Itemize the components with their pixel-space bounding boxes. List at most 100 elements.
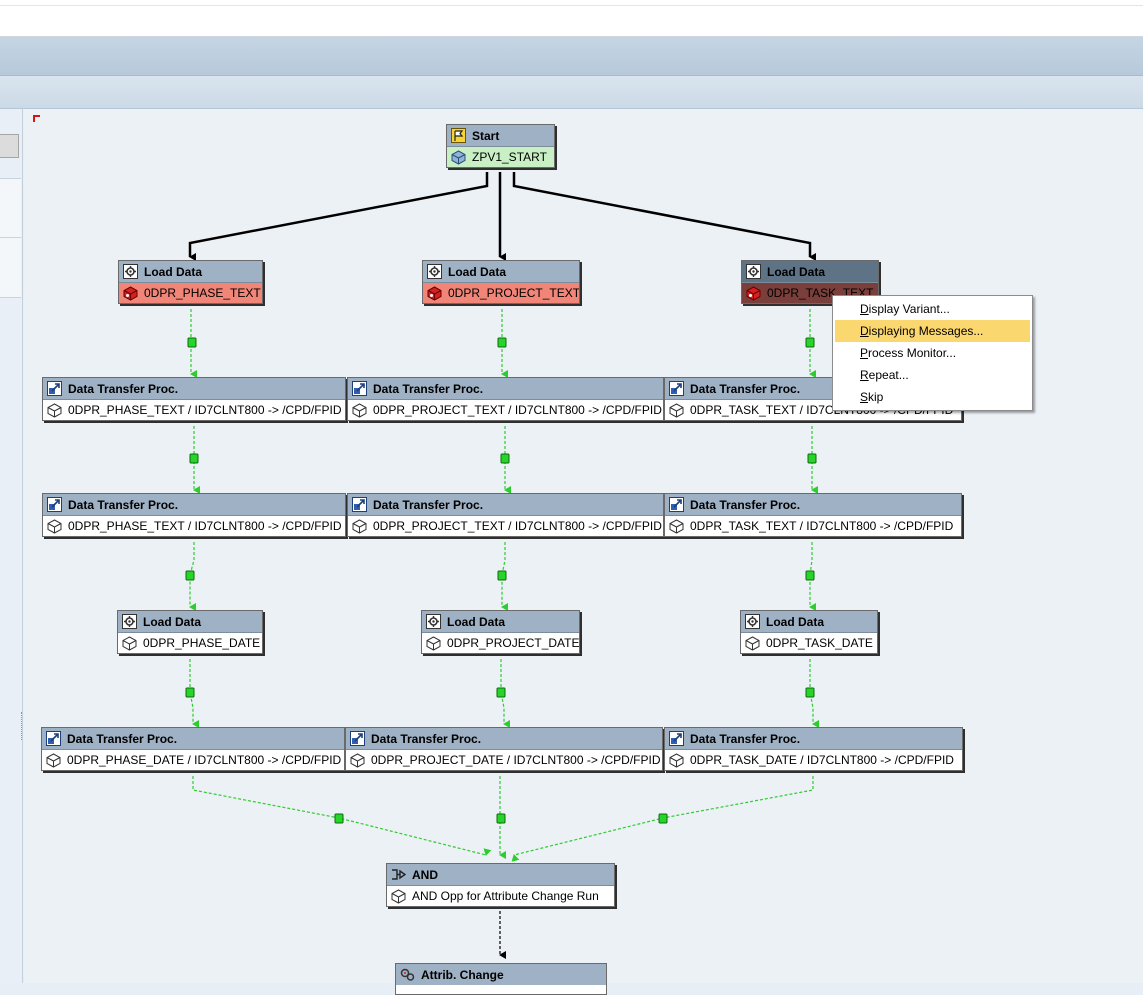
connector-status-square [807, 453, 817, 464]
start-node[interactable]: Start ZPV1_START [446, 124, 555, 168]
node-header: Load Data [143, 614, 202, 629]
node-body: 0DPR_PROJECT_TEXT / ID7CLNT800 -> /CPD/F… [373, 403, 662, 417]
and-node[interactable]: AND AND Opp for Attribute Change Run [386, 863, 615, 907]
data-transfer-icon [352, 381, 367, 396]
cube-icon [122, 636, 137, 651]
node-header: Attrib. Change [421, 967, 504, 982]
data-transfer-icon [669, 731, 684, 746]
gear-icon [123, 264, 138, 279]
cube-icon [426, 636, 441, 651]
load-data-project-date-node[interactable]: Load Data 0DPR_PROJECT_DATE [421, 610, 580, 654]
load-data-task-date-node[interactable]: Load Data 0DPR_TASK_DATE [740, 610, 878, 654]
cube-icon [350, 753, 365, 768]
dtp-project-date-node[interactable]: Data Transfer Proc. 0DPR_PROJECT_DATE / … [345, 727, 663, 771]
gear-icon [746, 264, 761, 279]
connector-ok [189, 659, 199, 728]
application-toolbar [0, 37, 1143, 76]
menu-item-label: epeat... [868, 368, 909, 382]
title-bar [0, 0, 1143, 37]
connector-status-square [500, 453, 510, 464]
cube-icon [352, 403, 367, 418]
node-header: Data Transfer Proc. [371, 731, 482, 746]
data-transfer-icon [350, 731, 365, 746]
node-header: Data Transfer Proc. [690, 497, 801, 512]
data-transfer-icon [47, 381, 62, 396]
node-body: ZPV1_START [472, 150, 547, 164]
menu-item-label: isplaying Messages... [868, 324, 984, 338]
data-transfer-icon [352, 497, 367, 512]
divider [0, 237, 21, 238]
error-cube-icon [427, 286, 442, 301]
node-header: AND [412, 867, 438, 882]
secondary-toolbar [0, 76, 1143, 109]
cube-icon [391, 889, 406, 904]
menu-item-label: rocess Monitor... [868, 346, 957, 360]
dtp-task-date-node[interactable]: Data Transfer Proc. 0DPR_TASK_DATE / ID7… [664, 727, 963, 771]
node-body: 0DPR_PHASE_TEXT / ID7CLNT800 -> /CPD/FPI… [68, 519, 342, 533]
mnemonic: D [860, 302, 869, 316]
node-header: Load Data [766, 614, 825, 629]
dtp-project-text-node[interactable]: Data Transfer Proc. 0DPR_PROJECT_TEXT / … [347, 377, 664, 421]
connector-status-square [496, 813, 506, 824]
node-header: Data Transfer Proc. [690, 381, 801, 396]
node-header: Data Transfer Proc. [68, 381, 179, 396]
node-body: 0DPR_PHASE_TEXT / ID7CLNT800 -> /CPD/FPI… [68, 403, 342, 417]
menu-item-label: isplay Variant... [868, 302, 950, 316]
node-header: Load Data [144, 264, 203, 279]
node-body: 0DPR_PHASE_DATE / ID7CLNT800 -> /CPD/FPI… [67, 753, 342, 767]
connector-ok [501, 542, 508, 611]
cube-icon [669, 753, 684, 768]
connector-ok [192, 776, 492, 856]
process-chain-canvas[interactable] [24, 109, 1143, 983]
collapse-pane-button[interactable] [0, 134, 19, 158]
node-body: 0DPR_TASK_TEXT / ID7CLNT800 -> /CPD/FPID [690, 519, 954, 533]
node-body: 0DPR_PROJECT_DATE / ID7CLNT800 -> /CPD/F… [371, 753, 661, 767]
dtp-phase-text-node-2[interactable]: Data Transfer Proc. 0DPR_PHASE_TEXT / ID… [42, 493, 346, 537]
and-gate-icon [391, 867, 406, 882]
dtp-phase-date-node[interactable]: Data Transfer Proc. 0DPR_PHASE_DATE / ID… [41, 727, 345, 771]
connector-status-square [805, 570, 815, 581]
left-navigation-pane[interactable] [0, 109, 23, 983]
node-header: Data Transfer Proc. [373, 497, 484, 512]
cube-icon [745, 636, 760, 651]
connector-status-square [187, 337, 197, 348]
load-data-phase-text-node[interactable]: Load Data 0DPR_PHASE_TEXT [118, 260, 263, 304]
node-header: Load Data [767, 264, 826, 279]
data-transfer-icon [47, 497, 62, 512]
node-header: Load Data [447, 614, 506, 629]
dtp-task-text-node-2[interactable]: Data Transfer Proc. 0DPR_TASK_TEXT / ID7… [664, 493, 962, 537]
load-data-project-text-node[interactable]: Load Data 0DPR_PROJECT_TEXT [422, 260, 580, 304]
splitter-grip[interactable] [21, 712, 25, 740]
load-data-phase-date-node[interactable]: Load Data 0DPR_PHASE_DATE [117, 610, 263, 654]
mnemonic: P [860, 346, 869, 360]
node-body: 0DPR_PROJECT_DATE [447, 636, 579, 650]
connector-status-square [497, 570, 507, 581]
connector-ok [500, 659, 510, 728]
node-header: Data Transfer Proc. [68, 497, 179, 512]
dtp-phase-text-node[interactable]: Data Transfer Proc. 0DPR_PHASE_TEXT / ID… [42, 377, 346, 421]
connector-ok [511, 776, 814, 862]
data-transfer-icon [669, 381, 684, 396]
mnemonic: S [860, 390, 869, 404]
mnemonic: D [860, 324, 869, 338]
error-cube-icon [746, 286, 761, 301]
data-transfer-icon [669, 497, 684, 512]
connector-status-square [497, 337, 507, 348]
cube-icon [352, 519, 367, 534]
node-body: AND Opp for Attribute Change Run [412, 889, 599, 903]
dtp-project-text-node-2[interactable]: Data Transfer Proc. 0DPR_PROJECT_TEXT / … [347, 493, 664, 537]
node-body: 0DPR_PHASE_TEXT [144, 286, 261, 300]
connector-status-square [805, 337, 815, 348]
mnemonic: R [860, 368, 869, 382]
divider [0, 5, 1143, 6]
gear-icon [745, 614, 760, 629]
connector-ok [189, 542, 196, 611]
gear-icon [427, 264, 442, 279]
attrib-change-node[interactable]: Attrib. Change [395, 963, 607, 995]
